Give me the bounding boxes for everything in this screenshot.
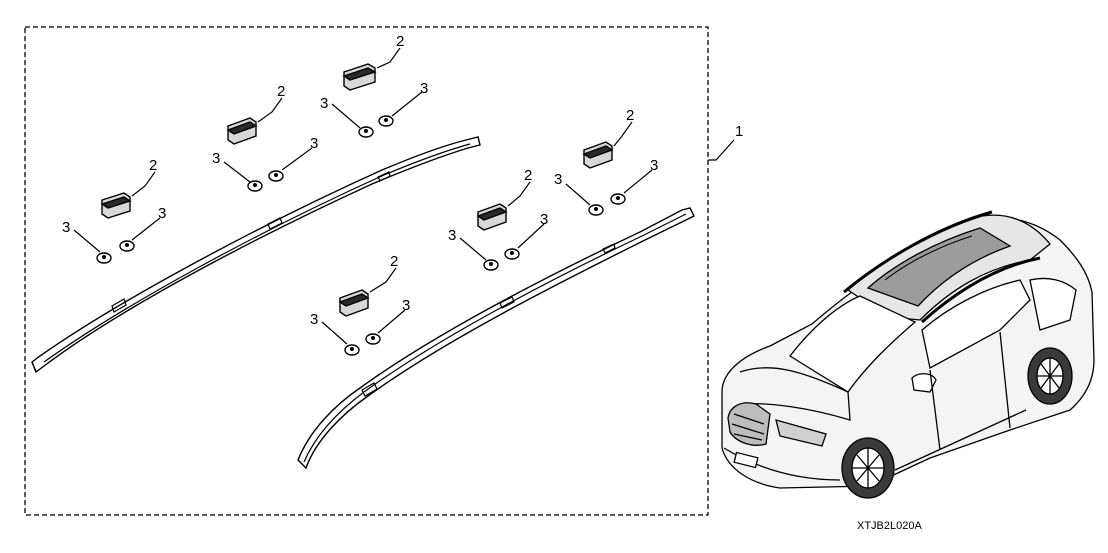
callout-3: 3 — [420, 80, 428, 97]
fastener-group-2: 3 3 — [212, 135, 318, 192]
callout-3: 3 — [540, 211, 548, 228]
diagram-code: XTJB2L020A — [857, 520, 922, 532]
callout-3: 3 — [62, 219, 70, 236]
fastener-group-4: 3 3 — [554, 157, 658, 216]
end-cap-group-5: 2 — [476, 167, 532, 231]
roof-rail-right — [297, 207, 695, 470]
fastener-group-6: 3 3 — [310, 297, 410, 356]
callout-3: 3 — [402, 297, 410, 314]
callout-3: 3 — [554, 171, 562, 188]
kit-boundary — [24, 26, 709, 516]
end-cap-group-6: 2 — [338, 253, 398, 317]
callout-2: 2 — [524, 167, 532, 184]
callout-2: 2 — [390, 253, 398, 270]
callout-2: 2 — [277, 83, 285, 100]
end-cap-group-1: 2 — [342, 33, 404, 91]
fastener-group-1: 3 3 — [320, 80, 428, 138]
end-cap-group-4: 2 — [582, 107, 634, 169]
roof-rail-left — [31, 136, 481, 374]
callout-3: 3 — [310, 311, 318, 328]
fastener-group-3: 3 3 — [62, 205, 166, 264]
end-cap-group-2: 2 — [226, 83, 285, 145]
callout-3: 3 — [650, 157, 658, 174]
callout-3: 3 — [310, 135, 318, 152]
callout-3: 3 — [448, 227, 456, 244]
fastener-group-5: 3 3 — [448, 211, 548, 271]
callout-3: 3 — [320, 95, 328, 112]
callout-3: 3 — [212, 150, 220, 167]
callout-2: 2 — [396, 33, 404, 50]
end-cap-group-3: 2 — [100, 157, 157, 219]
callout-2: 2 — [626, 107, 634, 124]
vehicle-illustration — [721, 210, 1095, 499]
callout-3: 3 — [158, 205, 166, 222]
callout-1: 1 — [735, 123, 743, 140]
callout-2: 2 — [149, 157, 157, 174]
